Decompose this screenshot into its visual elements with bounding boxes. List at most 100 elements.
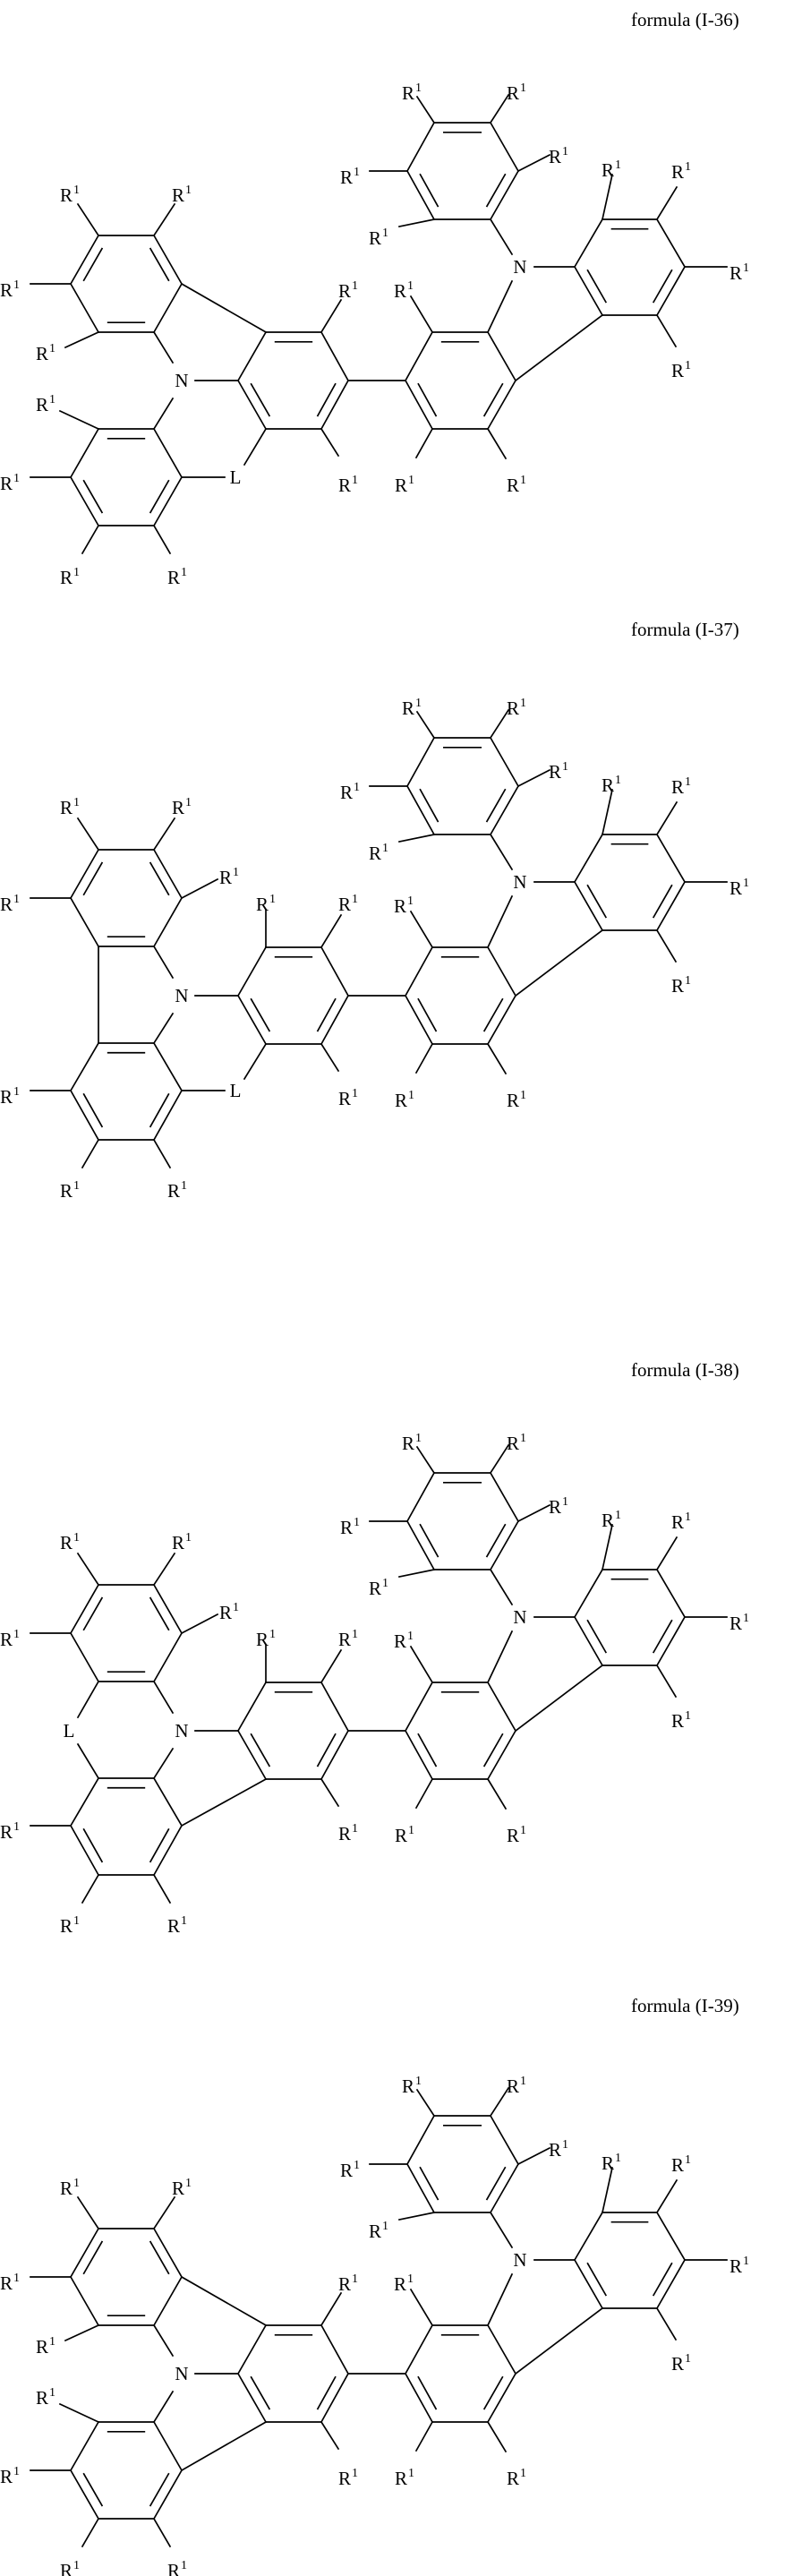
ring-bond <box>69 848 100 900</box>
ring-bond <box>655 265 687 317</box>
r1-label: R1 <box>340 2159 360 2181</box>
r1-label: R1 <box>256 1628 276 1650</box>
ring-bond <box>655 2211 687 2262</box>
r1-label: R1 <box>60 1179 80 1202</box>
r1-label: R1 <box>0 2272 20 2294</box>
substituent-bond <box>320 1648 343 1684</box>
r1-label: R1 <box>338 2467 358 2489</box>
double-bond-inner <box>316 2375 337 2410</box>
substituent-bond <box>81 1138 100 1169</box>
substituent-R1: R1 <box>60 1138 100 1202</box>
substituent-bond <box>486 1777 508 1810</box>
ring-bond <box>486 2324 517 2375</box>
atom-label-N: N <box>513 1606 526 1628</box>
ring-bond <box>320 2324 350 2375</box>
r1-label: R1 <box>340 781 360 803</box>
r1-label: R1 <box>671 775 691 798</box>
double-bond-inner <box>485 1523 507 1558</box>
substituent-bond <box>409 1645 434 1684</box>
bond <box>180 282 268 334</box>
ring-bond <box>573 880 604 932</box>
substituent-bond <box>415 95 436 124</box>
double-bond-inner <box>149 2472 170 2507</box>
substituent-bond <box>414 427 434 459</box>
formula-label: formula (I-37) <box>631 619 739 640</box>
double-bond-inner <box>417 997 438 1032</box>
double-bond-inner <box>250 382 271 417</box>
substituent-R1: R1 <box>489 1432 526 1475</box>
r1-label: R1 <box>549 145 568 167</box>
substituent-bond <box>58 409 100 431</box>
substituent-bond <box>152 1552 176 1587</box>
substituent-bond <box>320 1042 340 1073</box>
substituent-R1: R1 <box>489 2075 526 2118</box>
substituent-R1: R1 <box>180 1601 239 1635</box>
substituent-bond <box>180 877 219 900</box>
r1-label: R1 <box>60 2177 80 2199</box>
double-bond-inner <box>652 269 673 304</box>
ring-bond <box>320 946 350 997</box>
ring-bond <box>69 1089 100 1142</box>
ring-bond <box>404 1729 434 1781</box>
substituent-R1: R1 <box>152 2517 187 2576</box>
r1-label: R1 <box>36 393 55 415</box>
ring-bond <box>573 2211 604 2262</box>
bond <box>514 2306 604 2375</box>
ring-B <box>69 2420 183 2520</box>
r1-label: R1 <box>369 2220 388 2242</box>
substituent-R1: R1 <box>36 330 100 364</box>
ring-E <box>573 833 687 932</box>
bond <box>486 894 514 949</box>
substituent-bond <box>655 2306 678 2341</box>
r1-label: R1 <box>60 1531 80 1553</box>
substituent-R1: R1 <box>601 774 621 836</box>
substituent-bond <box>601 2166 614 2214</box>
substituent-bond <box>486 427 508 460</box>
ring-bond <box>655 2258 687 2310</box>
r1-label: R1 <box>340 166 360 188</box>
ring-bond <box>152 1824 183 1877</box>
substituent-R1: R1 <box>256 1628 276 1683</box>
ring-bond <box>573 265 604 317</box>
double-bond-inner <box>82 861 104 896</box>
r1-label: R1 <box>507 2467 526 2489</box>
ring-bond <box>69 1041 100 1092</box>
ring-bond <box>573 1615 604 1667</box>
ring-bond <box>320 1681 350 1733</box>
substituent-R1: R1 <box>340 781 408 803</box>
ring-bond <box>69 234 100 286</box>
substituent-R1: R1 <box>320 2272 358 2327</box>
substituent-R1: R1 <box>36 2324 100 2358</box>
bond <box>180 2275 268 2327</box>
atom-label-L: L <box>230 1080 242 1101</box>
r1-label: R1 <box>395 1089 414 1111</box>
double-bond-inner <box>149 479 170 514</box>
ring-bond <box>236 1681 268 1733</box>
ring-bond <box>489 121 520 173</box>
double-bond-inner <box>586 884 608 919</box>
substituent-bond <box>152 817 176 852</box>
ring-bond <box>655 880 687 932</box>
double-bond-inner <box>250 1733 271 1767</box>
substituent-R1: R1 <box>684 877 749 899</box>
bond <box>76 1742 100 1780</box>
ring-bond <box>404 994 434 1046</box>
substituent-bond <box>81 1873 100 1904</box>
double-bond-inner <box>82 1596 104 1631</box>
r1-label: R1 <box>394 2272 414 2295</box>
substituent-bond <box>489 2086 510 2118</box>
r1-label: R1 <box>338 1628 358 1650</box>
bond <box>152 2390 175 2424</box>
r1-label: R1 <box>36 342 55 364</box>
r1-label: R1 <box>338 279 358 302</box>
formula-label: formula (I-38) <box>631 1359 739 1381</box>
substituent-bond <box>81 2517 100 2548</box>
substituent-R1: R1 <box>0 1628 72 1650</box>
substituent-R1: R1 <box>402 2075 436 2118</box>
r1-label: R1 <box>507 1089 526 1111</box>
